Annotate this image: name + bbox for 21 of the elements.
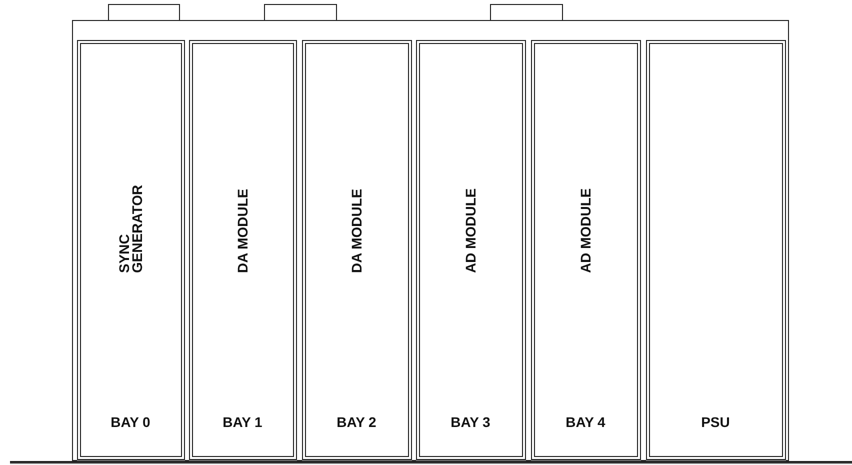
connector-tab (490, 4, 563, 21)
module-bay (646, 40, 786, 460)
module-bay (76, 40, 184, 460)
bay-label: BAY 1 (222, 414, 264, 430)
connector-tab (264, 4, 337, 21)
module-bay (188, 40, 296, 460)
bay-label: BAY 4 (564, 414, 606, 430)
module-label: DA MODULE (236, 187, 249, 272)
module-label: DA MODULE (350, 187, 363, 272)
module-bay (530, 40, 640, 460)
bay-label: PSU (700, 414, 731, 430)
chassis-frame (72, 20, 789, 461)
module-bay (302, 40, 412, 460)
module-label: SYNC GENERATOR (118, 183, 144, 272)
bay-label: BAY 3 (450, 414, 492, 430)
bay-label: BAY 0 (110, 414, 152, 430)
module-label: AD MODULE (579, 186, 592, 272)
module-bay (416, 40, 526, 460)
module-label: AD MODULE (464, 186, 477, 272)
connector-tab (108, 4, 180, 21)
bay-label: BAY 2 (336, 414, 378, 430)
